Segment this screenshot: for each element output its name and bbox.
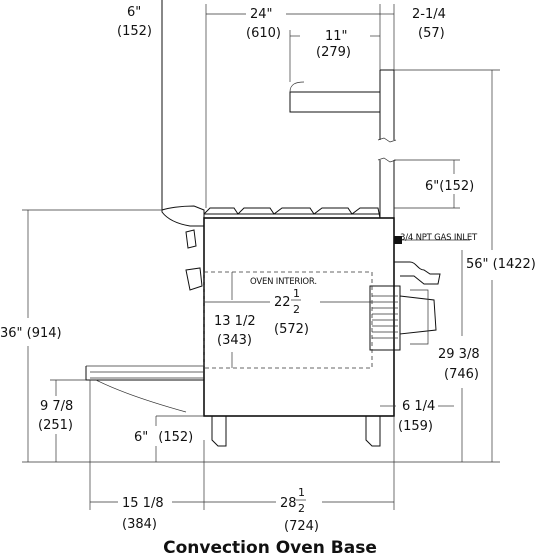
interior-width-num: 1 [293, 287, 300, 300]
flue-break-upper [377, 137, 397, 143]
overall-depth-mm: (724) [284, 519, 319, 534]
inlet-height-mm: (746) [444, 367, 479, 382]
burner-grates [203, 207, 381, 219]
backguard-dim: 6"(152) [425, 179, 474, 194]
door-height-mm: (251) [38, 418, 73, 433]
leg-height-in: 6" [134, 430, 148, 445]
oven-interior-label: OVEN INTERIOR. [250, 277, 317, 287]
overall-depth-num: 1 [298, 486, 305, 499]
flue-offset-mm: (57) [418, 26, 445, 41]
flue-break-lower [377, 157, 397, 163]
left-shelf-in: 6" [127, 5, 141, 20]
width-mm: (610) [246, 26, 281, 41]
dimension-lines [22, 4, 500, 510]
overall-depth-whole: 28 [280, 496, 297, 511]
door-panel [95, 379, 187, 413]
dimension-labels: 6" (152) 24" (610) 11" (279) 2-1/4 (57) … [0, 5, 536, 534]
oven-interior-outline [203, 271, 373, 369]
legs [211, 416, 381, 447]
flue [379, 69, 395, 140]
leg-offset-in: 6 1/4 [402, 399, 435, 414]
interior-width-whole: 22 [274, 295, 291, 310]
blower-fins [372, 295, 398, 339]
door-swing-mm: (384) [122, 517, 157, 532]
flue-depth-in: 11" [325, 29, 348, 44]
door-handle [185, 267, 203, 291]
door-height-in: 9 7/8 [40, 399, 73, 414]
interior-height-in: 13 1/2 [214, 314, 256, 329]
flue-offset-in: 2-1/4 [412, 7, 446, 22]
overall-depth-den: 2 [298, 502, 305, 515]
inlet-height-in: 29 3/8 [438, 347, 480, 362]
width-in: 24" [250, 7, 273, 22]
drawing-caption: Convection Oven Base [163, 538, 377, 558]
door-open-outline [86, 365, 204, 379]
gas-inlet-label: 3/4 NPT GAS INLET [400, 233, 478, 243]
leg-offset-mm: (159) [398, 419, 433, 434]
motor [399, 295, 437, 335]
overall-height: 56" (1422) [466, 257, 536, 272]
left-shelf-mm: (152) [117, 24, 152, 39]
control-knob [185, 229, 197, 249]
gas-inlet-fitting [394, 236, 402, 244]
leg-height-mm: (152) [158, 430, 193, 445]
flue-depth-mm: (279) [316, 45, 351, 60]
backguard-riser [379, 160, 395, 218]
backguard-mm: (152) [439, 179, 474, 194]
backguard-in: 6" [425, 179, 439, 194]
appliance-outline [85, 0, 441, 447]
cabinet-body [203, 217, 395, 417]
interior-width-mm: (572) [274, 322, 309, 337]
leg-height: 6" (152) [134, 430, 193, 445]
gas-pipe [394, 261, 441, 285]
interior-width-den: 2 [293, 303, 300, 316]
work-height: 36" (914) [0, 326, 62, 341]
front-ledge [161, 205, 205, 227]
door-swing-in: 15 1/8 [122, 496, 164, 511]
interior-width: 22 [274, 295, 291, 310]
flue-shelf [289, 91, 381, 113]
interior-height-mm: (343) [217, 333, 252, 348]
